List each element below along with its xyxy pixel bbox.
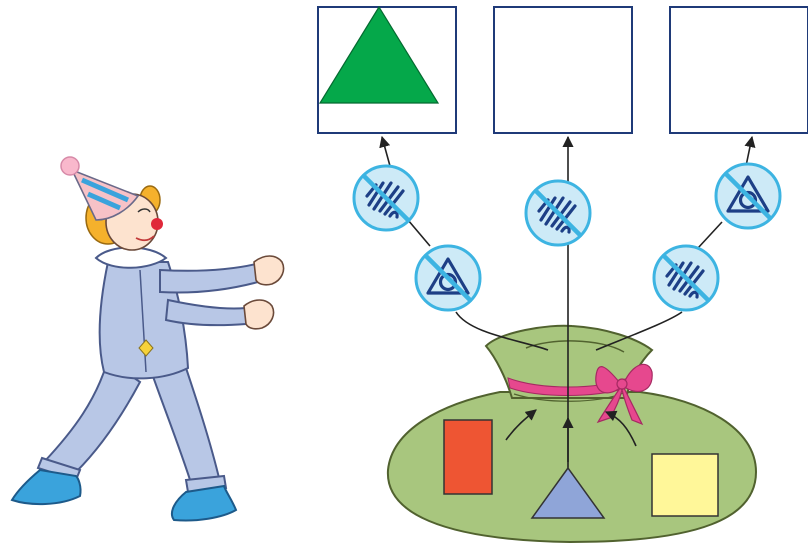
clown-pompom (60, 156, 80, 176)
clown-nose (151, 218, 163, 230)
clown-illustration (10, 156, 285, 522)
result-box-middle (493, 6, 633, 134)
blue-triangle (530, 466, 606, 519)
red-rectangle (443, 419, 493, 495)
result-box-left (317, 5, 457, 134)
green-triangle (318, 5, 440, 104)
not-hatched-icon (526, 181, 590, 245)
not-hatched-icon (354, 166, 418, 230)
clown-shoe-left (10, 468, 82, 506)
clown-shoe-right (170, 484, 238, 522)
result-box-right (669, 6, 808, 134)
yellow-square (651, 453, 719, 517)
ribbon-bow (595, 363, 653, 426)
not-circle-in-triangle-icon (716, 164, 780, 228)
not-hatched-icon (654, 246, 718, 310)
not-circle-in-triangle-icon (416, 246, 480, 310)
clown-hand-lower (243, 299, 275, 330)
clown-hand-upper (253, 255, 285, 286)
